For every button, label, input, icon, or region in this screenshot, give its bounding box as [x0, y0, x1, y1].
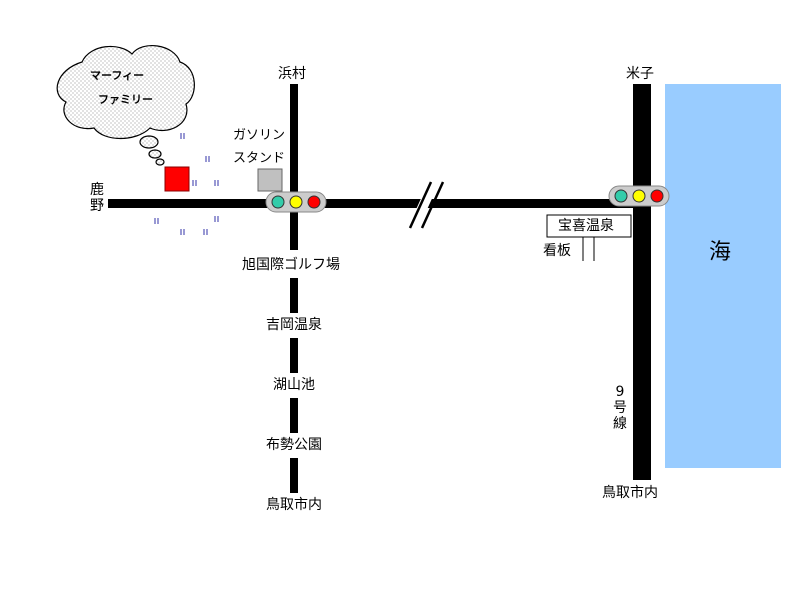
- main-road: [108, 199, 638, 208]
- sign-label: 宝喜温泉: [558, 218, 614, 234]
- stop-label-1: 吉岡温泉: [266, 317, 322, 333]
- yonago-label: 米子: [626, 66, 654, 82]
- sea-label: 海: [709, 240, 732, 265]
- hamamura-label: 浜村: [278, 66, 306, 82]
- gas-station-marker: [257, 168, 283, 192]
- bubble-text-1: マーフィー: [90, 69, 145, 82]
- traffic-light-east: [608, 185, 670, 207]
- hamamura-road-north: [290, 84, 298, 250]
- decorative-ticks: [154, 133, 219, 235]
- kano-label: 鹿野: [90, 182, 104, 214]
- route9-road: [633, 84, 651, 480]
- stop-label-3: 布勢公園: [266, 437, 322, 453]
- hamamura-road-seg4: [290, 458, 298, 493]
- destination-marker: [164, 166, 190, 192]
- gas-station-label-1: ガソリン: [233, 128, 286, 143]
- stop-label-4: 鳥取市内: [266, 497, 322, 513]
- gas-station-label-2: スタンド: [233, 151, 286, 166]
- sign-caption: 看板: [543, 243, 571, 259]
- hamamura-road-seg1: [290, 278, 298, 313]
- road-break-symbol: [408, 179, 445, 229]
- stop-label-0: 旭国際ゴルフ場: [242, 257, 340, 273]
- route9-label: 9号線: [613, 384, 627, 432]
- sea-area: [665, 84, 781, 468]
- hamamura-road-seg3: [290, 398, 298, 433]
- thought-bubble: [56, 45, 195, 166]
- traffic-light-west: [265, 191, 327, 213]
- hamamura-road-seg2: [290, 338, 298, 373]
- yonago-road-south-label: 鳥取市内: [602, 485, 658, 501]
- stop-label-2: 湖山池: [273, 377, 315, 393]
- signboard: [546, 214, 632, 261]
- bubble-text-2: ファミリー: [98, 93, 153, 106]
